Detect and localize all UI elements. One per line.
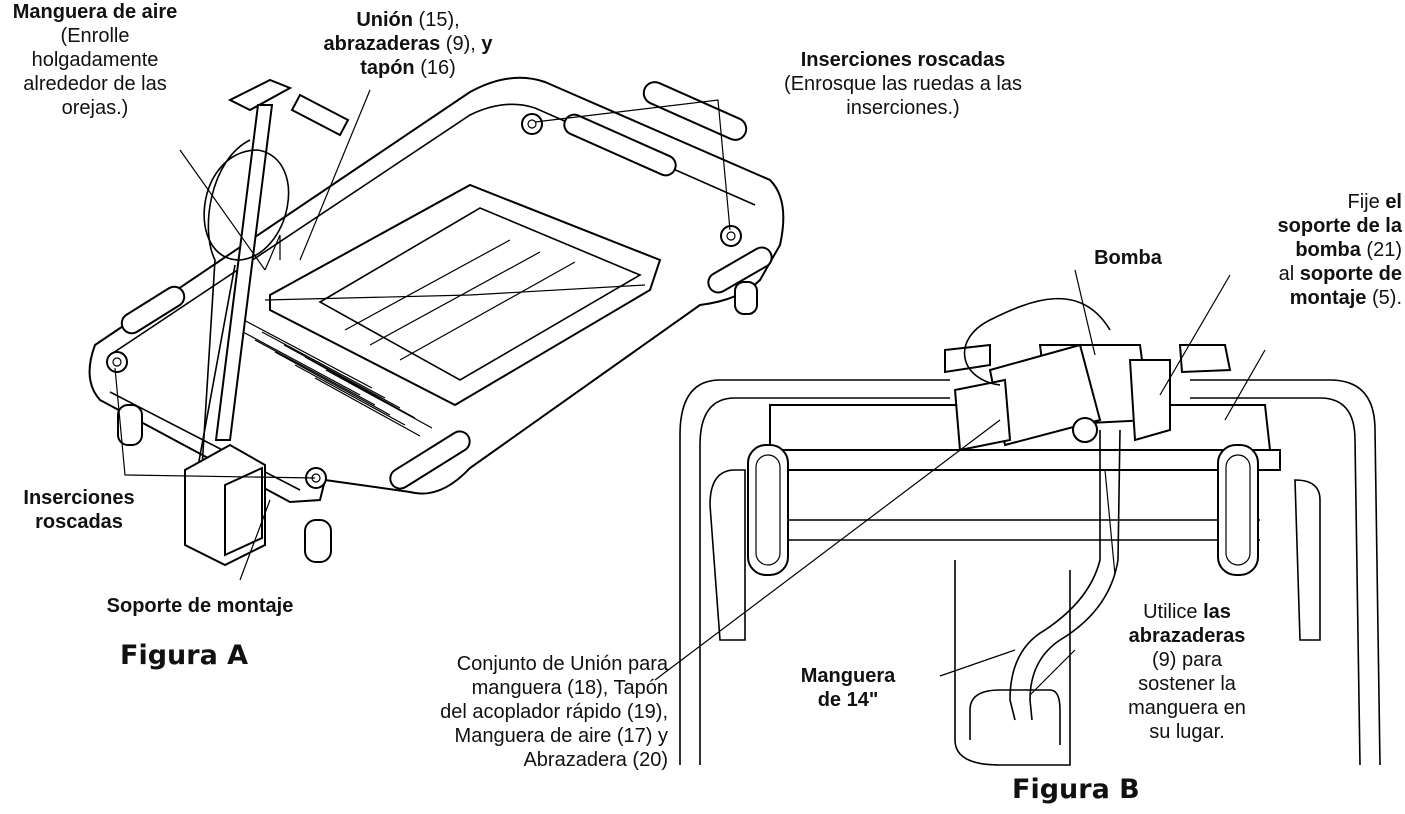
- clamps-usage-line-3: (9) para: [1151, 649, 1223, 671]
- threaded-inserts-top-line-1: (Enrosque las ruedas a las: [784, 73, 1022, 95]
- fix-line-4-bold: soporte de: [1299, 263, 1402, 285]
- fix-line-1-bold: el: [1385, 191, 1402, 213]
- plug-number: (16): [414, 57, 456, 79]
- fix-line-3-num: (21): [1360, 239, 1402, 261]
- clamps-usage-line-6: su lugar.: [1149, 721, 1225, 743]
- threaded-inserts-left-line-2: roscadas: [35, 511, 123, 533]
- figure-a-cart-drawing: [88, 76, 785, 581]
- union-set-line-2: manguera (18), Tapón: [471, 677, 668, 699]
- threaded-inserts-top-label: Inserciones roscadas (Enrosque las rueda…: [728, 48, 1078, 120]
- air-hose-line-3: alrededor de las: [23, 73, 167, 95]
- clamps-usage-line-1-bold: las: [1203, 601, 1231, 623]
- threaded-inserts-left-label: Inserciones roscadas: [0, 486, 158, 534]
- and-label: y: [481, 33, 493, 55]
- threaded-inserts-top-line-2: inserciones.): [846, 97, 960, 119]
- threaded-inserts-top-title: Inserciones roscadas: [800, 49, 1006, 71]
- air-hose-line-1: (Enrolle: [60, 25, 130, 47]
- fix-line-5-num: (5).: [1366, 287, 1402, 309]
- fix-line-3: bomba: [1295, 239, 1361, 261]
- fix-line-4: al: [1278, 263, 1300, 285]
- figure-b-cart-drawing: [654, 269, 1381, 766]
- figure-b-caption: Figura B: [1012, 774, 1140, 805]
- clamps-usage-label: Utilice las abrazaderas (9) para sostene…: [1092, 600, 1282, 744]
- air-hose-label: Manguera de aire (Enrolle holgadamente a…: [0, 0, 190, 120]
- union-set-line-3: del acoplador rápido (19),: [440, 701, 668, 723]
- fix-line-5: montaje: [1289, 287, 1367, 309]
- pump-text: Bomba: [1094, 247, 1162, 269]
- union-label: Unión: [356, 9, 413, 31]
- clamps-number: (9),: [440, 33, 482, 55]
- fix-line-1: Fije: [1347, 191, 1386, 213]
- clamps-usage-line-5: manguera en: [1128, 697, 1246, 719]
- pump-label: Bomba: [1068, 246, 1188, 270]
- union-number: (15),: [412, 9, 460, 31]
- union-clamps-label: Unión (15), abrazaderas (9), y tapón (16…: [268, 8, 548, 80]
- union-set-line-1: Conjunto de Unión para: [456, 653, 668, 675]
- plug-label: tapón: [360, 57, 415, 79]
- clamps-usage-line-4: sostener la: [1138, 673, 1236, 695]
- clamps-label: abrazaderas: [323, 33, 441, 55]
- mounting-bracket-text: Soporte de montaje: [106, 595, 294, 617]
- hose-14-line-1: Manguera: [800, 665, 896, 687]
- clamps-usage-line-2: abrazaderas: [1128, 625, 1246, 647]
- air-hose-line-2: holgadamente: [31, 49, 159, 71]
- hose-14-line-2: de 14": [817, 689, 879, 711]
- union-set-label: Conjunto de Unión para manguera (18), Ta…: [358, 652, 668, 772]
- fix-line-2: soporte de la: [1277, 215, 1402, 237]
- clamps-usage-line-1: Utilice: [1143, 601, 1204, 623]
- union-set-line-4: Manguera de aire (17) y: [454, 725, 668, 747]
- figure-a-caption: Figura A: [120, 640, 249, 671]
- air-hose-title: Manguera de aire: [12, 1, 178, 23]
- threaded-inserts-left-line-1: Inserciones: [23, 487, 135, 509]
- mounting-bracket-label: Soporte de montaje: [60, 594, 340, 618]
- hose-14-label: Manguera de 14": [778, 664, 918, 712]
- union-set-line-5: Abrazadera (20): [523, 749, 668, 771]
- air-hose-line-4: orejas.): [61, 97, 129, 119]
- fix-bracket-label: Fije el soporte de la bomba (21) al sopo…: [1242, 190, 1402, 310]
